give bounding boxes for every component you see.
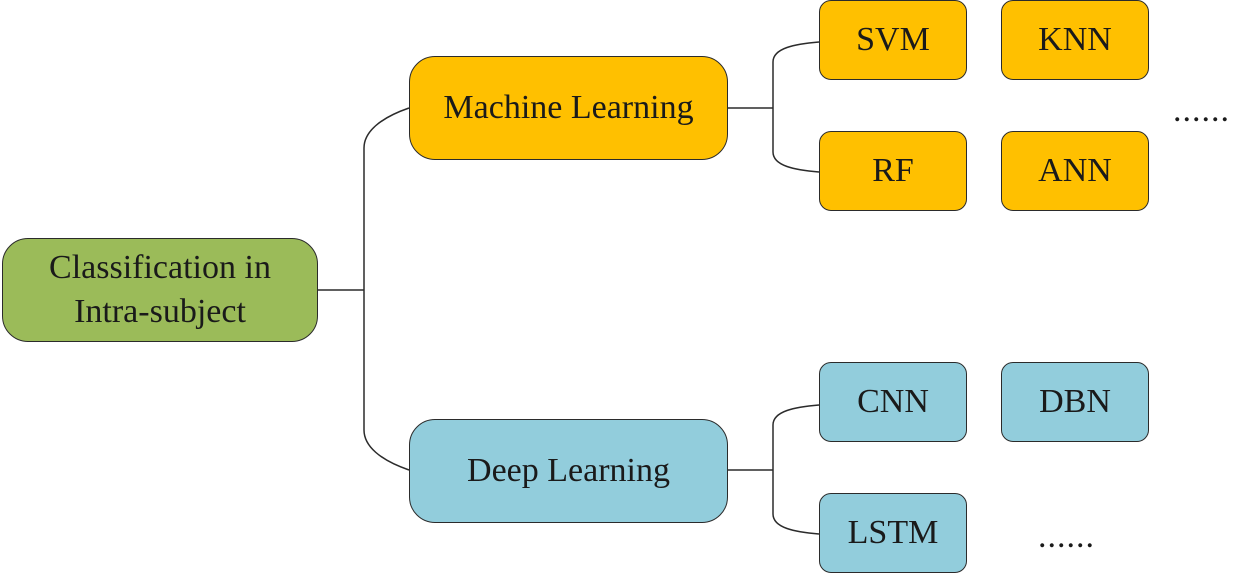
dl-more-ellipsis: ...... xyxy=(1038,518,1095,555)
deep-learning-label: Deep Learning xyxy=(467,451,670,489)
method-node-dbn: DBN xyxy=(1001,362,1149,442)
machine-learning-node: Machine Learning xyxy=(409,56,728,160)
method-label: ANN xyxy=(1038,151,1112,189)
method-node-cnn: CNN xyxy=(819,362,967,442)
method-label: LSTM xyxy=(847,513,939,551)
dl-branch xyxy=(772,404,820,535)
ml-more-ellipsis: ...... xyxy=(1173,92,1230,129)
machine-learning-label: Machine Learning xyxy=(443,88,694,126)
deep-learning-node: Deep Learning xyxy=(409,419,728,523)
method-node-knn: KNN xyxy=(1001,0,1149,80)
method-label: DBN xyxy=(1039,382,1111,420)
root-node: Classification in Intra-subject xyxy=(2,238,318,342)
method-node-ann: ANN xyxy=(1001,131,1149,211)
trunk-connector xyxy=(363,107,410,471)
method-label: SVM xyxy=(856,20,930,58)
method-label: CNN xyxy=(857,382,929,420)
method-node-lstm: LSTM xyxy=(819,493,967,573)
ml-branch xyxy=(772,41,820,173)
root-label: Classification in Intra-subject xyxy=(49,248,271,330)
method-node-svm: SVM xyxy=(819,0,967,80)
method-node-rf: RF xyxy=(819,131,967,211)
method-label: RF xyxy=(872,151,914,189)
method-label: KNN xyxy=(1038,20,1112,58)
